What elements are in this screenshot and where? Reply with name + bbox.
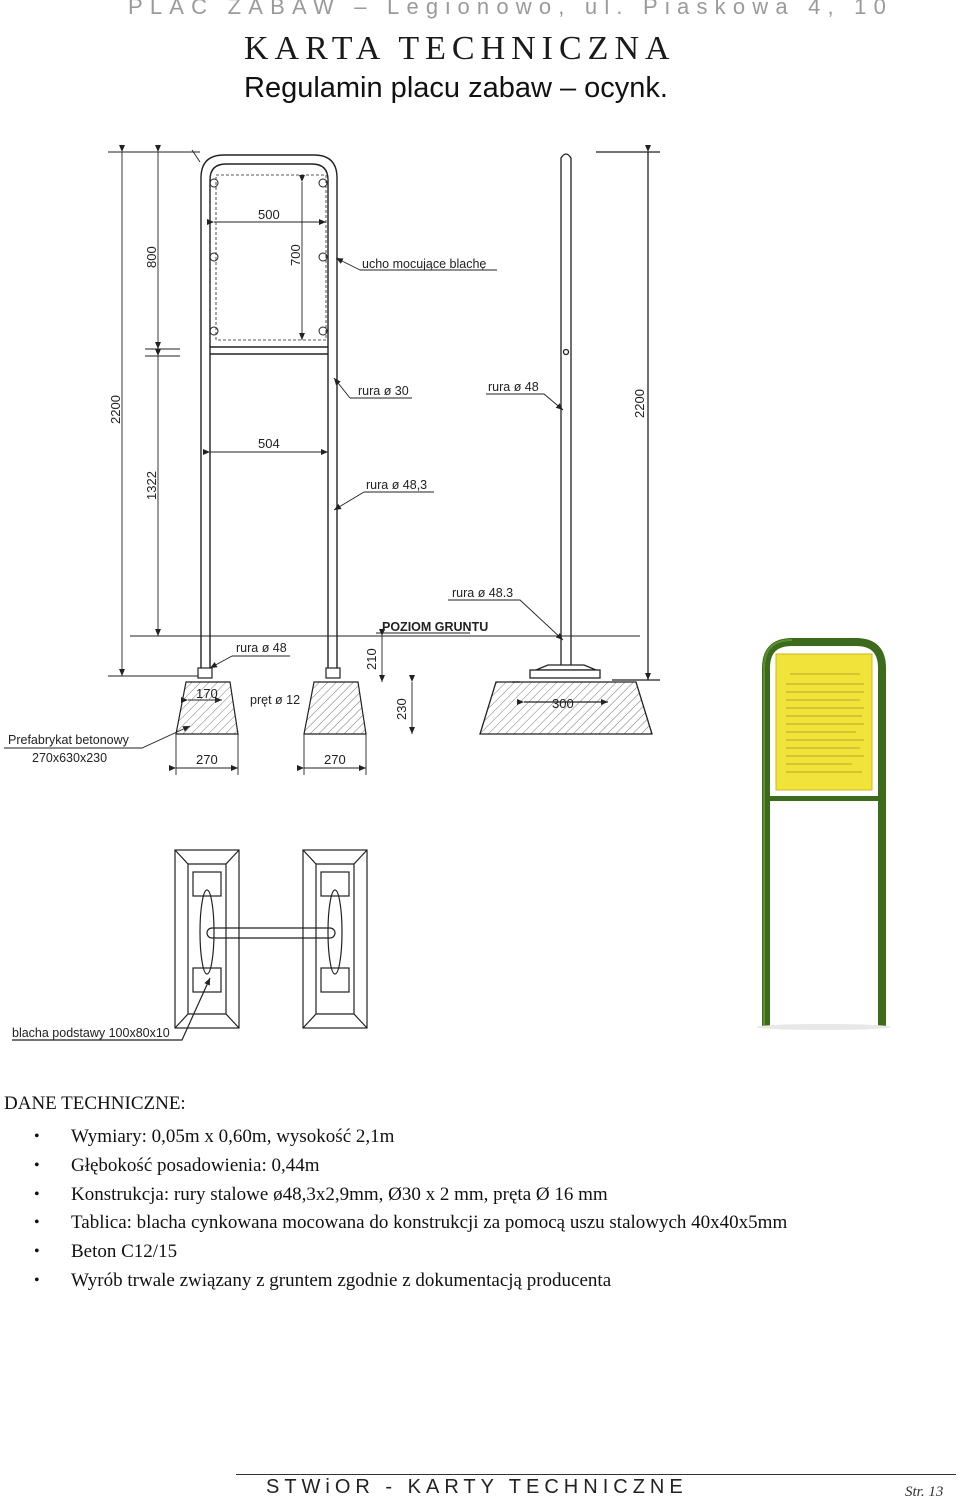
dim-overall-height-right: 2200 [632, 389, 647, 418]
label-rod-12: pręt ø 12 [250, 693, 300, 707]
header-location: PLAC ZABAW – Legionowo, ul. Piaskowa 4, … [128, 0, 894, 19]
footer-title: STWiOR - KARTY TECHNICZNE [266, 1476, 688, 1498]
dim-board-width: 500 [258, 207, 280, 222]
bullet-icon: • [34, 1243, 40, 1261]
dim-block-height: 230 [394, 698, 409, 720]
label-pipe-48-side: rura ø 48 [488, 380, 539, 394]
label-pipe-30: rura ø 30 [358, 384, 409, 398]
page-title: KARTA TECHNICZNA [244, 30, 676, 67]
dim-side-base: 300 [552, 696, 574, 711]
photo-board [775, 653, 873, 791]
spec-text: Wymiary: 0,05m x 0,60m, wysokość 2,1m [71, 1126, 395, 1147]
label-pipe-48-3-front: rura ø 48,3 [366, 478, 427, 492]
photo-frame-outer [762, 638, 886, 1026]
footer-divider [236, 1474, 956, 1475]
bullet-icon: • [34, 1128, 40, 1145]
dim-block-width-right: 270 [324, 752, 346, 767]
label-pipe-48-bottom: rura ø 48 [236, 641, 287, 655]
specs-title: DANE TECHNICZNE: [4, 1093, 186, 1114]
dim-pipe-spacing: 170 [196, 686, 218, 701]
label-mounting-ear: ucho mocujące blachę [362, 257, 486, 271]
dim-frame-width: 504 [258, 436, 280, 451]
photo-frame-highlight [763, 639, 793, 1026]
photo-crossbar [766, 796, 882, 801]
spec-text: Beton C12/15 [71, 1241, 178, 1263]
mounting-ears [209, 178, 328, 336]
label-pipe-48-3-side: rura ø 48.3 [452, 586, 513, 600]
page-subtitle: Regulamin placu zabaw – ocynk. [244, 72, 668, 104]
concrete-blocks-front [175, 667, 367, 735]
side-view [479, 145, 660, 735]
bullet-icon: • [34, 1214, 40, 1232]
front-frame [200, 154, 338, 670]
bullet-icon: • [34, 1156, 40, 1174]
page-number: Str. 13 [905, 1484, 944, 1500]
spec-text: Konstrukcja: rury stalowe ø48,3x2,9mm, Ø… [71, 1183, 608, 1205]
label-precast-size: 270x630x230 [32, 751, 107, 765]
dim-overall-height-left: 2200 [108, 395, 123, 424]
bullet-icon: • [34, 1271, 40, 1289]
dim-upper-height: 800 [144, 246, 159, 268]
product-photo [756, 638, 890, 1030]
photo-board-text [786, 673, 864, 773]
bullet-icon: • [34, 1185, 40, 1203]
dim-block-width-left: 270 [196, 752, 218, 767]
technical-drawing: 2200 800 1322 500 700 504 210 230 170 27… [4, 145, 660, 1041]
label-base-plate: blacha podstawy 100x80x10 [12, 1026, 170, 1040]
spec-text: Wyrób trwale związany z gruntem zgodnie … [71, 1269, 612, 1291]
spec-text: Tablica: blacha cynkowana mocowana do ko… [71, 1212, 788, 1234]
photo-shadow [756, 1024, 890, 1030]
leader-lines [4, 149, 564, 749]
dim-depth: 210 [364, 648, 379, 670]
dim-board-height: 700 [288, 244, 303, 266]
spec-text: Głębokość posadowienia: 0,44m [71, 1154, 320, 1176]
label-precast: Prefabrykat betonowy [8, 733, 130, 747]
front-dimensions [108, 145, 415, 775]
plan-view [12, 849, 368, 1041]
label-ground-level: POZIOM GRUNTU [382, 620, 488, 634]
dim-lower-height: 1322 [144, 471, 159, 500]
